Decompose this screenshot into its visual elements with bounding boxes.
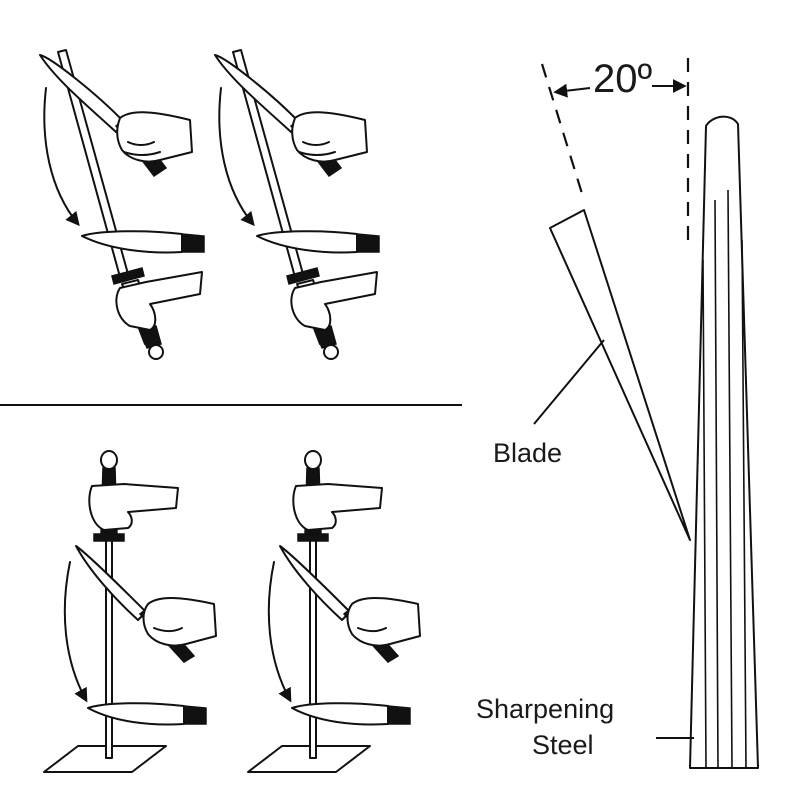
angle-label: 20º xyxy=(593,57,652,101)
angle-arrow-left xyxy=(553,83,591,98)
blade-wedge xyxy=(549,209,691,541)
angle-detail: 20º Blade Sharpening Steel xyxy=(476,57,759,769)
blade-leader xyxy=(533,339,605,425)
figure-top-right xyxy=(215,50,379,359)
steel-label-line2: Steel xyxy=(532,730,594,760)
steel-label-line1: Sharpening xyxy=(476,694,614,724)
angled-reference-dashed xyxy=(540,63,586,201)
figure-bottom-right xyxy=(248,451,420,772)
blade-label: Blade xyxy=(493,438,562,468)
sharpening-steel xyxy=(689,115,759,769)
figure-bottom-left xyxy=(44,451,216,772)
figure-top-left xyxy=(40,50,204,359)
